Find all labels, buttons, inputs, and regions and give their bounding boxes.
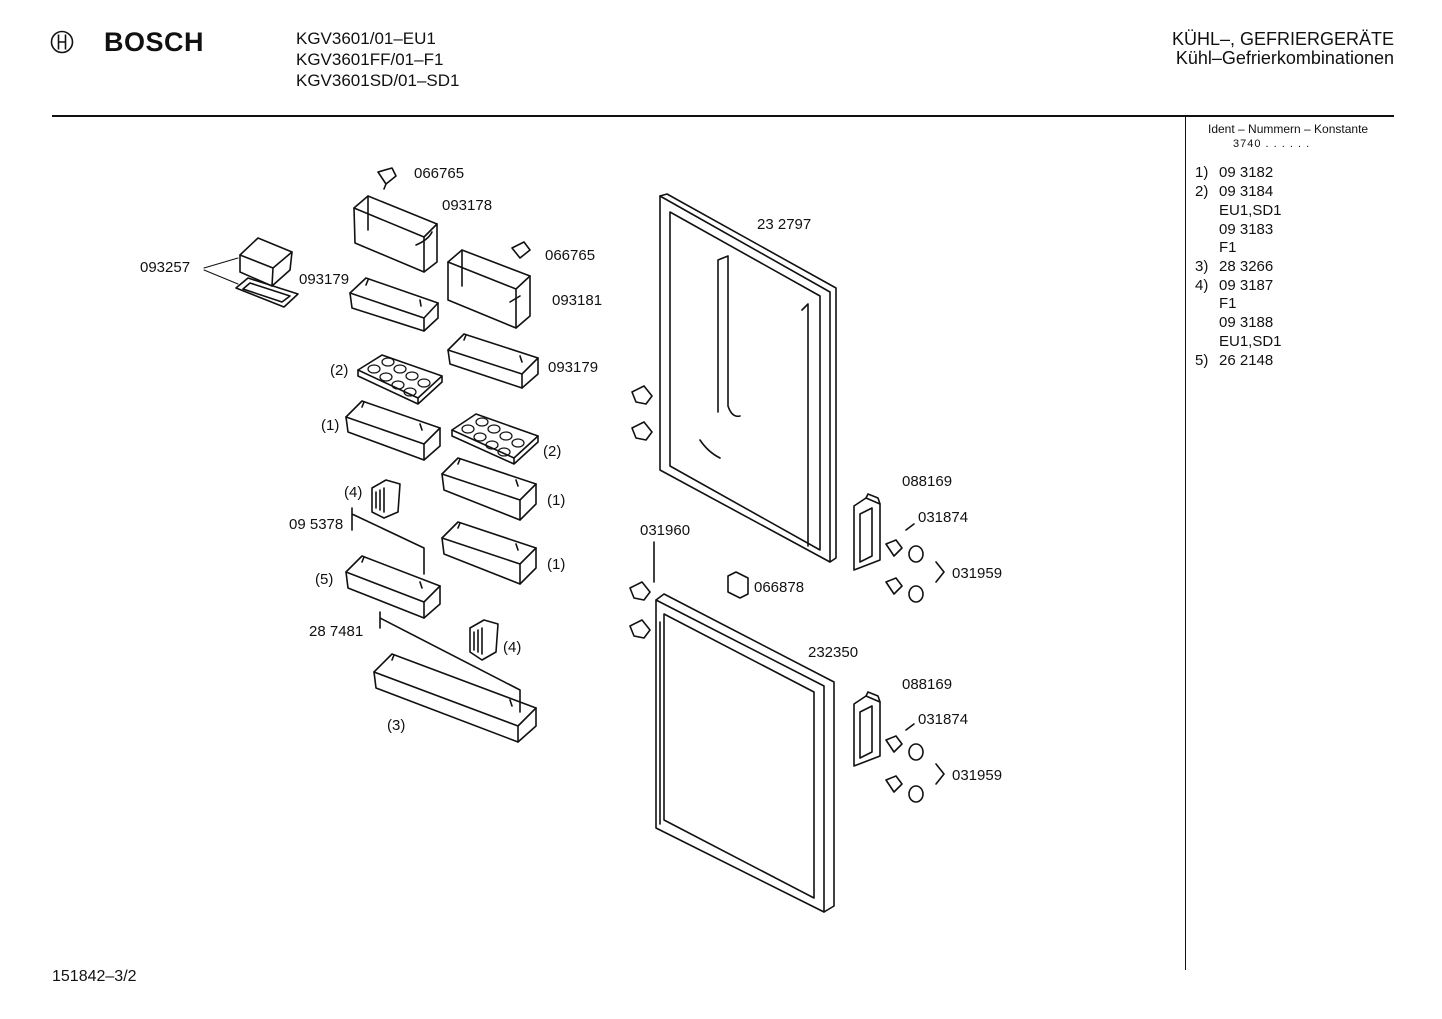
part-number-label: 232350 [808, 644, 858, 661]
door-handle-part [853, 493, 881, 571]
egg-tray-part [357, 354, 443, 405]
variant-number: 3) [1195, 258, 1209, 275]
side-panel-divider [1185, 115, 1186, 970]
variant-number: 1) [1195, 164, 1209, 181]
part-number-label: 23 2797 [757, 216, 811, 233]
door-tray-part [345, 555, 441, 619]
door-tray-part [447, 333, 539, 389]
screw-cap-set [885, 523, 945, 603]
part-number-label: 093257 [140, 259, 190, 276]
part-number-label: 28 7481 [309, 623, 363, 640]
label-plate-part [727, 571, 749, 599]
screw-cap-set [885, 723, 945, 803]
part-number-label: 093181 [552, 292, 602, 309]
part-number-label: 031960 [640, 522, 690, 539]
bosch-logo-icon [50, 30, 74, 54]
document-number: 151842–3/2 [52, 968, 137, 985]
door-tray-part [441, 457, 537, 521]
model-number: KGV3601FF/01–F1 [296, 50, 444, 69]
part-number-label: 093179 [548, 359, 598, 376]
door-handle-part [853, 691, 881, 767]
model-number: KGV3601/01–EU1 [296, 29, 436, 48]
model-number: KGV3601SD/01–SD1 [296, 71, 460, 90]
variant-value: EU1,SD1 [1219, 202, 1282, 219]
reference-label: (3) [387, 717, 405, 734]
variant-value: F1 [1219, 239, 1237, 256]
variant-value: 09 3187 [1219, 277, 1274, 294]
part-number-label: 031959 [952, 767, 1002, 784]
door-tray-long-part [373, 653, 537, 743]
reference-label: (4) [503, 639, 521, 656]
reference-label: (1) [547, 492, 565, 509]
reference-label: (5) [315, 571, 333, 588]
leader-line [203, 257, 239, 285]
variant-value: 09 3182 [1219, 164, 1274, 181]
part-number-label: 088169 [902, 676, 952, 693]
variant-value: 09 3184 [1219, 183, 1274, 200]
door-tray-part [349, 277, 439, 332]
screw-part [377, 167, 397, 190]
part-number-label: 093178 [442, 197, 492, 214]
butter-dish-part [235, 237, 299, 308]
part-number-label: 066765 [414, 165, 464, 182]
clip-part [371, 479, 401, 519]
part-number-label: 093179 [299, 271, 349, 288]
reference-label: (1) [547, 556, 565, 573]
fridge-door-part [659, 193, 837, 563]
egg-tray-part [451, 413, 539, 465]
clip-part [469, 619, 499, 661]
egg-cups [461, 417, 525, 457]
part-number-label: 031959 [952, 565, 1002, 582]
part-number-label: 088169 [902, 473, 952, 490]
variant-value: 26 2148 [1219, 352, 1274, 369]
part-number-label: 031874 [918, 509, 968, 526]
rail-part [379, 611, 521, 713]
ident-title: Ident – Nummern – Konstante [1208, 122, 1369, 136]
door-bin-part [447, 249, 531, 329]
variant-number: 5) [1195, 352, 1209, 369]
door-tray-part [345, 400, 441, 461]
ident-code: 3740 . . . . . . [1233, 138, 1311, 150]
screw-part [511, 241, 531, 259]
category-title: KÜHL–, GEFRIERGERÄTE [1171, 29, 1394, 49]
category-subtitle: Kühl–Gefrierkombinationen [1175, 48, 1394, 68]
variant-number: 4) [1195, 277, 1209, 294]
freezer-door-part [655, 593, 835, 913]
variant-value: 28 3266 [1219, 258, 1274, 275]
reference-label: (1) [321, 417, 339, 434]
egg-cups [367, 357, 431, 397]
header-divider [52, 115, 1394, 117]
part-number-label: 066878 [754, 579, 804, 596]
rail-part [351, 507, 425, 575]
variant-value: EU1,SD1 [1219, 333, 1282, 350]
variant-value: 09 3188 [1219, 314, 1274, 331]
variant-value: 09 3183 [1219, 221, 1274, 238]
reference-label: (2) [543, 443, 561, 460]
variant-value: F1 [1219, 295, 1237, 312]
part-number-label: 031874 [918, 711, 968, 728]
variant-number: 2) [1195, 183, 1209, 200]
part-number-label: 09 5378 [289, 516, 343, 533]
reference-label: (2) [330, 362, 348, 379]
hinge-pin-part [629, 581, 651, 639]
door-tray-part [441, 521, 537, 585]
brand-name: BOSCH [104, 27, 205, 57]
hinge-pin-part [631, 385, 653, 441]
door-bin-part [353, 195, 438, 273]
reference-label: (4) [344, 484, 362, 501]
part-number-label: 066765 [545, 247, 595, 264]
